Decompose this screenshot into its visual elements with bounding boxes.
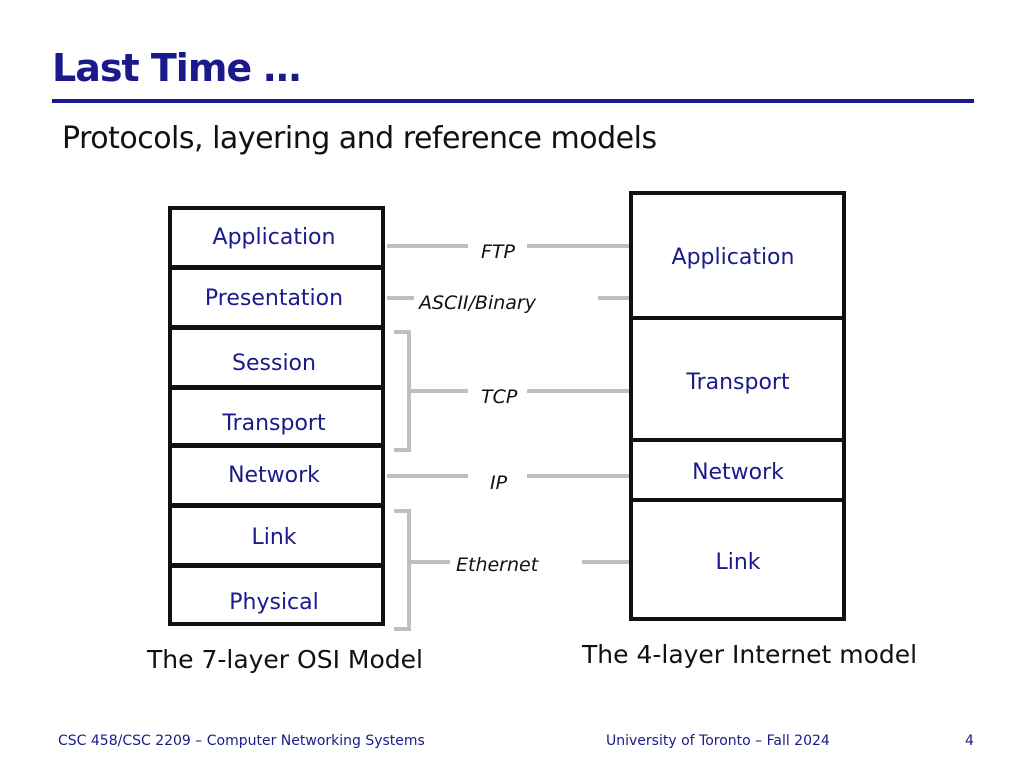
protocol-ip-label: IP <box>490 472 508 494</box>
title-underline <box>52 99 974 103</box>
footer-course: CSC 458/CSC 2209 – Computer Networking S… <box>58 733 425 749</box>
internet-layer-label: Link <box>715 550 760 575</box>
protocol-tcp-label: TCP <box>481 386 518 408</box>
protocol-ascii-binary-label: ASCII/Binary <box>417 292 537 314</box>
osi-layer-label: Application <box>213 225 336 250</box>
osi-layer-label: Session <box>232 351 316 376</box>
connectors <box>387 244 629 631</box>
osi-model-caption: The 7-layer OSI Model <box>146 645 423 674</box>
osi-layer-box <box>168 564 385 626</box>
protocol-labels: FTP ASCII/Binary TCP IP Ethernet <box>417 241 540 576</box>
internet-layer-label: Application <box>672 245 795 270</box>
slide-subtitle: Protocols, layering and reference models <box>62 121 657 156</box>
protocol-ethernet-label: Ethernet <box>456 554 540 576</box>
internet-layer-box <box>629 498 846 621</box>
osi-layer-labels: Application Presentation Session Transpo… <box>205 225 343 615</box>
osi-layer-label: Network <box>228 463 320 488</box>
slide-title: Last Time … <box>52 46 301 90</box>
osi-layer-label: Physical <box>229 590 319 615</box>
osi-layer-label: Transport <box>221 411 326 436</box>
internet-layer-label: Network <box>692 460 784 485</box>
osi-layer-label: Link <box>251 525 296 550</box>
internet-layer-labels: Application Transport Network Link <box>672 245 795 575</box>
ethernet-bracket <box>394 509 411 631</box>
footer-institution: University of Toronto – Fall 2024 <box>606 733 830 749</box>
internet-stack <box>629 191 846 621</box>
osi-stack <box>168 206 385 626</box>
slide-page-number: 4 <box>965 733 974 749</box>
protocol-ftp-label: FTP <box>481 241 516 263</box>
osi-layer-label: Presentation <box>205 286 343 311</box>
internet-layer-label: Transport <box>685 370 790 395</box>
tcp-bracket <box>394 330 411 452</box>
internet-model-caption: The 4-layer Internet model <box>581 640 917 669</box>
